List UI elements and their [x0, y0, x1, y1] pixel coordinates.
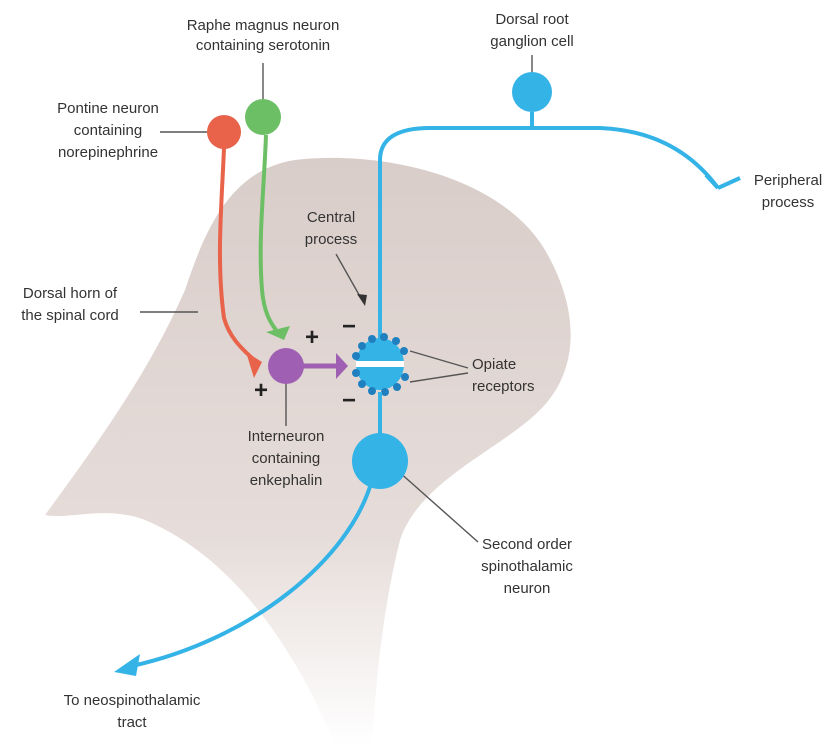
label-second-order: Second order spinothalamic neuron: [481, 536, 573, 597]
interneuron-label-line1: Interneuron: [248, 428, 325, 445]
drg-cell-body: [512, 72, 552, 112]
plus-sign-norepinephrine: +: [254, 377, 268, 404]
tract-label-line1: To neospinothalamic: [64, 692, 201, 709]
interneuron-label-line2: containing: [252, 450, 320, 467]
label-drg: Dorsal root ganglion cell: [490, 11, 573, 50]
second-order-label-line1: Second order: [482, 536, 572, 553]
interneuron-cell-body: [268, 348, 304, 384]
label-dorsal-horn: Dorsal horn of the spinal cord: [21, 285, 119, 324]
second-order-cell-body: [352, 433, 408, 489]
pontine-label-line2: containing: [74, 122, 142, 139]
dorsal-horn-label-line1: Dorsal horn of: [23, 285, 118, 302]
minus-sign-top: −: [342, 313, 356, 340]
second-order-label-line3: neuron: [504, 580, 551, 597]
dorsal-horn-label-line2: the spinal cord: [21, 307, 119, 324]
raphe-cell-body: [245, 99, 281, 135]
plus-sign-serotonin: +: [305, 324, 319, 351]
drg-label-line2: ganglion cell: [490, 33, 573, 50]
raphe-label-line2: containing serotonin: [196, 37, 330, 54]
peripheral-label-line1: Peripheral: [754, 172, 822, 189]
pontine-label-line3: norepinephrine: [58, 144, 158, 161]
label-tract: To neospinothalamic tract: [64, 692, 201, 731]
peripheral-label-line2: process: [762, 194, 815, 211]
pontine-cell-body: [207, 115, 241, 149]
synaptic-cleft: [356, 361, 404, 367]
central-label-line2: process: [305, 231, 358, 248]
tract-label-line2: tract: [117, 714, 147, 731]
interneuron-label-line3: enkephalin: [250, 472, 323, 489]
drg-label-line1: Dorsal root: [495, 11, 569, 28]
second-order-label-line2: spinothalamic: [481, 558, 573, 575]
label-interneuron: Interneuron containing enkephalin: [248, 428, 325, 489]
minus-sign-bottom: −: [342, 387, 356, 414]
label-pontine: Pontine neuron containing norepinephrine: [57, 100, 159, 161]
central-label-line1: Central: [307, 209, 355, 226]
tract-arrowhead: [114, 654, 140, 676]
pontine-label-line1: Pontine neuron: [57, 100, 159, 117]
opiate-label-line1: Opiate: [472, 356, 516, 373]
label-peripheral: Peripheral process: [754, 172, 822, 211]
label-raphe: Raphe magnus neuron containing serotonin: [187, 17, 340, 54]
raphe-label-line1: Raphe magnus neuron: [187, 17, 340, 34]
opiate-label-line2: receptors: [472, 378, 535, 395]
